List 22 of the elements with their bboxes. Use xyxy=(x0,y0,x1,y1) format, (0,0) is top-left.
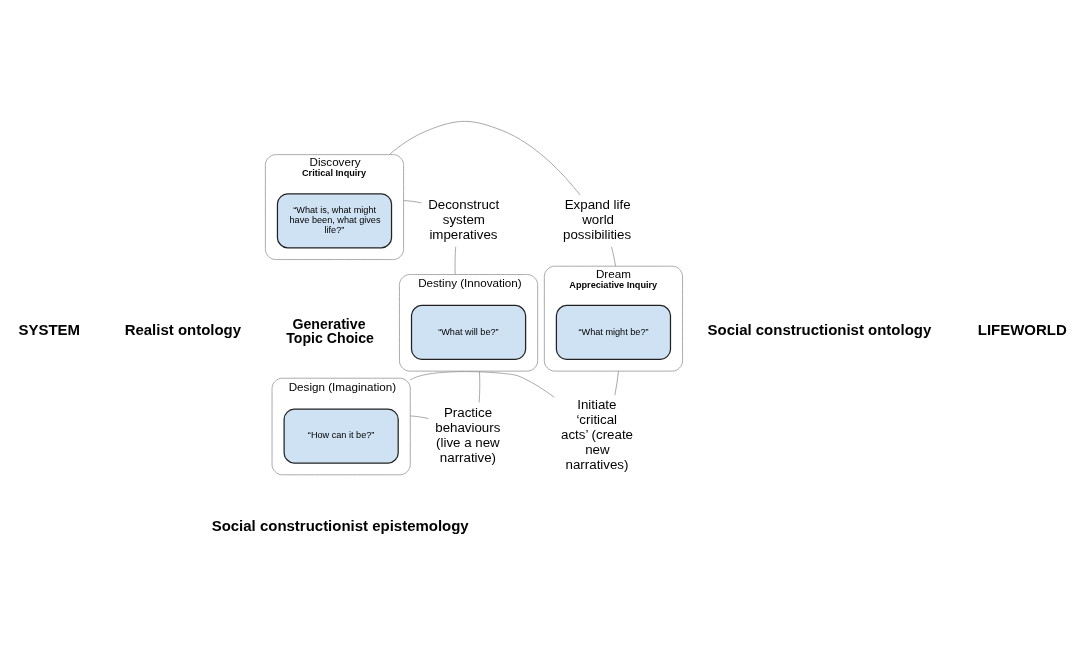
connector xyxy=(454,246,457,275)
connector xyxy=(611,246,616,267)
label: Social constructionist epistemology xyxy=(211,516,469,534)
node-box: “What is, what might have been, what gives life?” xyxy=(276,193,393,249)
node-text: Deconstruct system imperatives xyxy=(428,197,500,242)
node-text: Expand life world possibilities xyxy=(563,197,632,242)
label: Social constructionist ontology xyxy=(707,321,932,339)
label: SYSTEM xyxy=(18,321,81,339)
node-text: Initiate ‘critical acts’ (create new narratives) xyxy=(560,397,633,473)
node-box: “What might be?” xyxy=(555,304,672,361)
label: Realist ontology xyxy=(124,321,242,339)
connector xyxy=(388,120,581,196)
node-box: “How can it be?” xyxy=(283,408,399,464)
label: LIFEWORLD xyxy=(977,321,1067,339)
connector xyxy=(614,370,619,396)
node-text: Practice behaviours (live a new narrative) xyxy=(435,404,501,465)
connector xyxy=(409,371,555,398)
node-box: “What will be?” xyxy=(410,304,527,361)
connector xyxy=(409,415,429,419)
label: Generative Topic Choice xyxy=(286,315,374,346)
connector xyxy=(403,200,422,204)
connector xyxy=(478,370,481,403)
